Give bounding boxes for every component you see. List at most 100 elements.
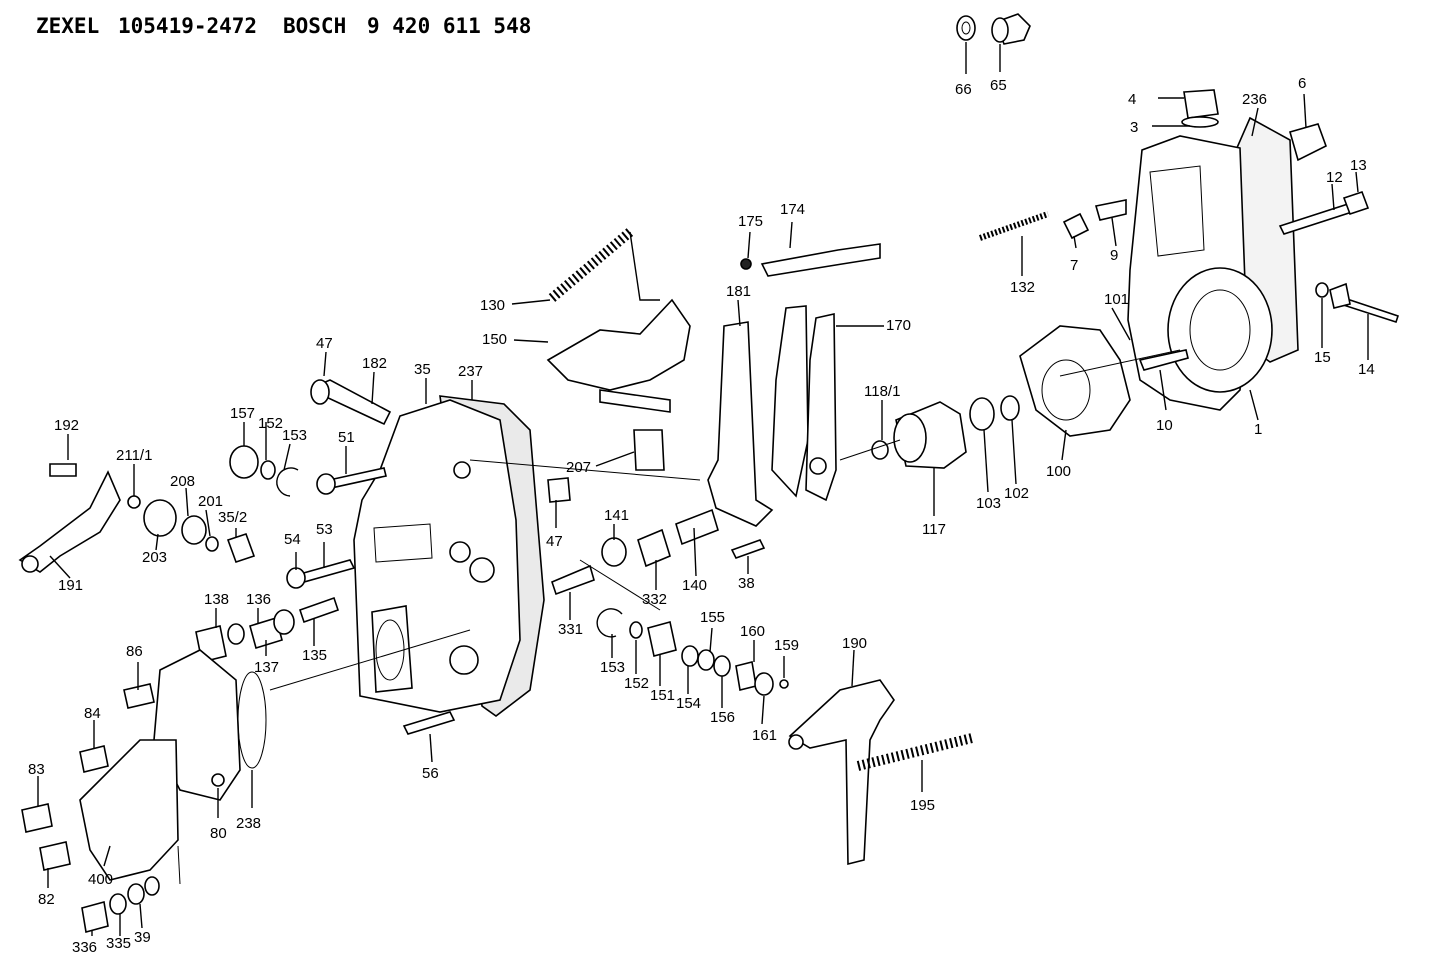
callout-161: 161	[752, 727, 777, 744]
callout-150: 150	[482, 331, 507, 348]
plug-65-drawing	[956, 13, 1031, 45]
callout-141: 141	[604, 507, 629, 524]
callout-160: 160	[740, 623, 765, 640]
governor-housing-drawing	[1127, 89, 1327, 411]
lower-row-parts-drawing	[596, 608, 789, 696]
callout-140: 140	[682, 577, 707, 594]
clip-207-drawing	[633, 429, 665, 471]
callout-155: 155	[700, 609, 725, 626]
callout-9: 9	[1110, 247, 1118, 264]
callout-190: 190	[842, 635, 867, 652]
callout-153-lower: 153	[600, 659, 625, 676]
callout-130: 130	[480, 297, 505, 314]
callout-80: 80	[210, 825, 227, 842]
callout-211-1: 211/1	[116, 447, 152, 464]
callout-82: 82	[38, 891, 55, 908]
callout-101: 101	[1104, 291, 1129, 308]
callout-170: 170	[886, 317, 911, 334]
callout-4: 4	[1128, 91, 1136, 108]
callout-135: 135	[302, 647, 327, 664]
callout-117: 117	[922, 521, 946, 538]
callout-7: 7	[1070, 257, 1078, 274]
callout-12: 12	[1326, 169, 1343, 186]
callout-51: 51	[338, 429, 355, 446]
callout-118-1: 118/1	[864, 383, 900, 400]
adjusting-screws-drawing	[195, 559, 356, 663]
callout-238: 238	[236, 815, 261, 832]
callout-65: 65	[990, 77, 1007, 94]
governor-levers-drawing	[707, 243, 881, 527]
callout-153-upper: 153	[282, 427, 307, 444]
callout-203: 203	[142, 549, 167, 566]
callout-159: 159	[774, 637, 799, 654]
callout-154: 154	[676, 695, 701, 712]
callout-132: 132	[1010, 279, 1035, 296]
callout-208: 208	[170, 473, 195, 490]
callout-152-upper: 152	[258, 415, 283, 432]
header-bosch-label: BOSCH	[283, 14, 347, 38]
callout-14: 14	[1358, 361, 1375, 378]
callout-332: 332	[642, 591, 667, 608]
callout-54: 54	[284, 531, 301, 548]
callout-47-mid: 47	[546, 533, 563, 550]
callout-136: 136	[246, 591, 271, 608]
callout-174: 174	[780, 201, 805, 218]
callout-181: 181	[726, 283, 751, 300]
callout-157: 157	[230, 405, 255, 422]
lever-150-and-spring-130-drawing	[546, 228, 691, 413]
callout-237: 237	[458, 363, 483, 380]
callout-236: 236	[1242, 91, 1267, 108]
callout-84: 84	[84, 705, 101, 722]
callout-103: 103	[976, 495, 1001, 512]
callout-400: 400	[88, 871, 113, 888]
flange-assembly-drawing	[21, 649, 456, 934]
callout-151: 151	[650, 687, 675, 704]
header-bosch-number: 9 420 611 548	[367, 14, 532, 38]
callout-201: 201	[198, 493, 223, 510]
callout-182: 182	[362, 355, 387, 372]
callout-138: 138	[204, 591, 229, 608]
left-lever-group-drawing	[18, 463, 256, 573]
callout-10: 10	[1156, 417, 1173, 434]
callout-191: 191	[58, 577, 83, 594]
callout-100: 100	[1046, 463, 1071, 480]
housing-bolts-drawing	[979, 190, 1400, 371]
center-screws-drawing	[551, 508, 766, 596]
header-brand: ZEXEL	[36, 14, 100, 38]
governor-cover-drawing	[353, 395, 545, 717]
callout-331: 331	[558, 621, 583, 638]
assembly-guide-lines	[177, 349, 1181, 885]
callout-192: 192	[54, 417, 79, 434]
callout-35-2: 35/2	[218, 509, 247, 526]
callout-66: 66	[955, 81, 972, 98]
callout-39: 39	[134, 929, 151, 946]
callout-152-lower: 152	[624, 675, 649, 692]
callout-86: 86	[126, 643, 143, 660]
callout-3: 3	[1130, 119, 1138, 136]
flyweight-assembly-drawing	[871, 325, 1131, 469]
callout-leaders	[37, 42, 1369, 936]
callout-6: 6	[1298, 75, 1306, 92]
callout-335: 335	[106, 935, 131, 952]
callout-336: 336	[72, 939, 97, 956]
callout-83: 83	[28, 761, 45, 778]
callout-56: 56	[422, 765, 439, 782]
callout-102: 102	[1004, 485, 1029, 502]
callout-47-top: 47	[316, 335, 333, 352]
callout-175: 175	[738, 213, 763, 230]
callout-labels: 66 65 4 3 236 6 13 12 14 15 7 9 132 101 …	[28, 75, 1375, 956]
callout-137: 137	[254, 659, 279, 676]
callout-38: 38	[738, 575, 755, 592]
callout-53: 53	[316, 521, 333, 538]
callout-13: 13	[1350, 157, 1367, 174]
callout-1: 1	[1254, 421, 1262, 438]
callout-15: 15	[1314, 349, 1331, 366]
header-zexel-number: 105419-2472	[118, 14, 258, 38]
callout-156: 156	[710, 709, 735, 726]
callout-207: 207	[566, 459, 591, 476]
callout-35: 35	[414, 361, 431, 378]
left-small-parts-drawing	[229, 379, 571, 503]
callout-195: 195	[910, 797, 935, 814]
lever-190-drawing	[788, 679, 974, 866]
